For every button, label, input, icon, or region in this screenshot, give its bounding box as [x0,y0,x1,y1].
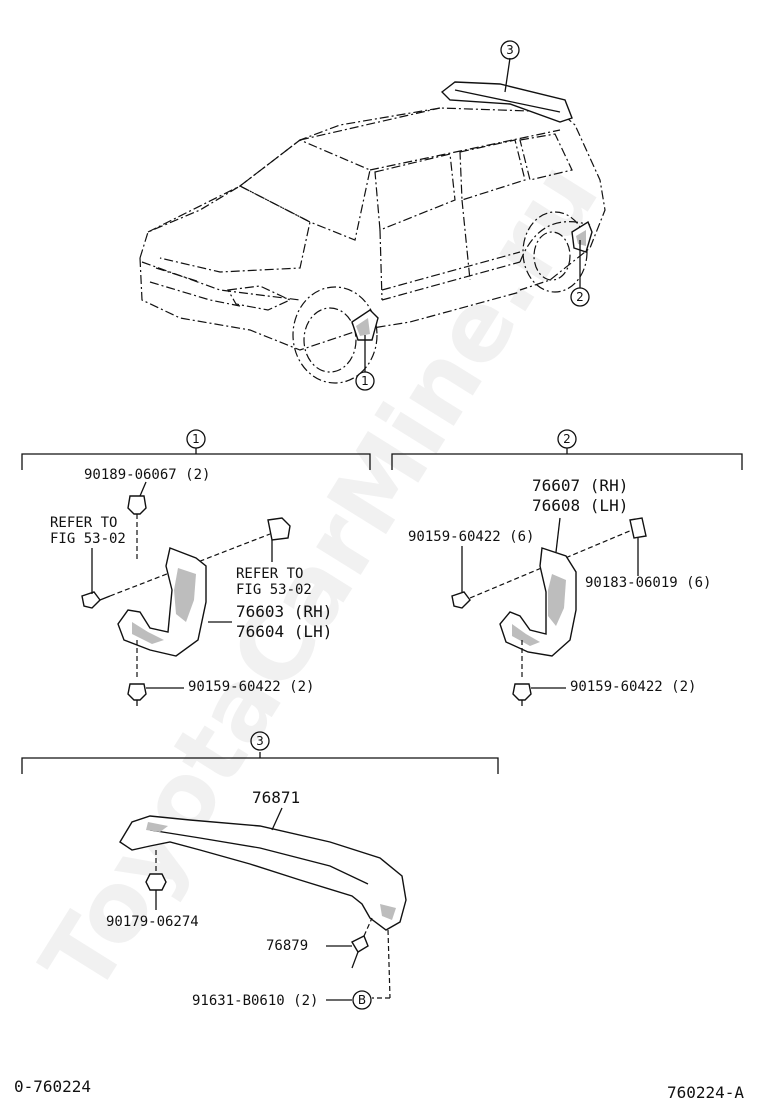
vehicle-illustration [139,57,606,384]
svg-text:B: B [358,993,366,1007]
callout-2-top: 2 [570,287,590,307]
section-2-frame: 2 [391,429,743,470]
label-refer-right-1: REFER TO [236,566,303,582]
footer-left-code: 0-760224 [14,1077,91,1096]
label-refer-left-1: REFER TO [50,515,117,531]
section-1-frame: 1 [21,429,371,470]
callout-3-top: 3 [500,40,520,60]
svg-text:3: 3 [256,734,264,748]
svg-text:3: 3 [506,43,514,57]
label-mudguard-76603: 76603 (RH) [236,602,332,621]
label-screw-90159-s2: 90159-60422 (2) [570,679,696,695]
label-nut-90189: 90189-06067 (2) [84,467,210,483]
label-mudguard-76604: 76604 (LH) [236,622,332,641]
svg-text:2: 2 [576,290,584,304]
label-refer-right-2: FIG 53-02 [236,582,312,598]
label-screw-90159-6: 90159-60422 (6) [408,529,534,545]
label-spoiler-76871: 76871 [252,788,300,807]
label-mudguard-76607: 76607 (RH) [532,476,628,495]
label-stud-91631: 91631-B0610 (2) [192,993,318,1009]
svg-text:2: 2 [563,432,571,446]
callout-b: B [352,990,372,1010]
section-3-frame: 3 [21,731,499,774]
section-3-parts [119,807,407,1001]
section-1-parts [81,481,291,706]
label-clip-90183: 90183-06019 (6) [585,575,711,591]
section-2-parts [451,517,647,706]
svg-text:1: 1 [361,374,369,388]
label-bolt-76879: 76879 [266,938,308,954]
label-nut-90179: 90179-06274 [106,914,199,930]
svg-text:1: 1 [192,432,200,446]
label-mudguard-76608: 76608 (LH) [532,496,628,515]
footer-right-code: 760224-A [667,1083,744,1102]
label-screw-90159-s1: 90159-60422 (2) [188,679,314,695]
label-refer-left-2: FIG 53-02 [50,531,126,547]
callout-1-top: 1 [355,371,375,391]
